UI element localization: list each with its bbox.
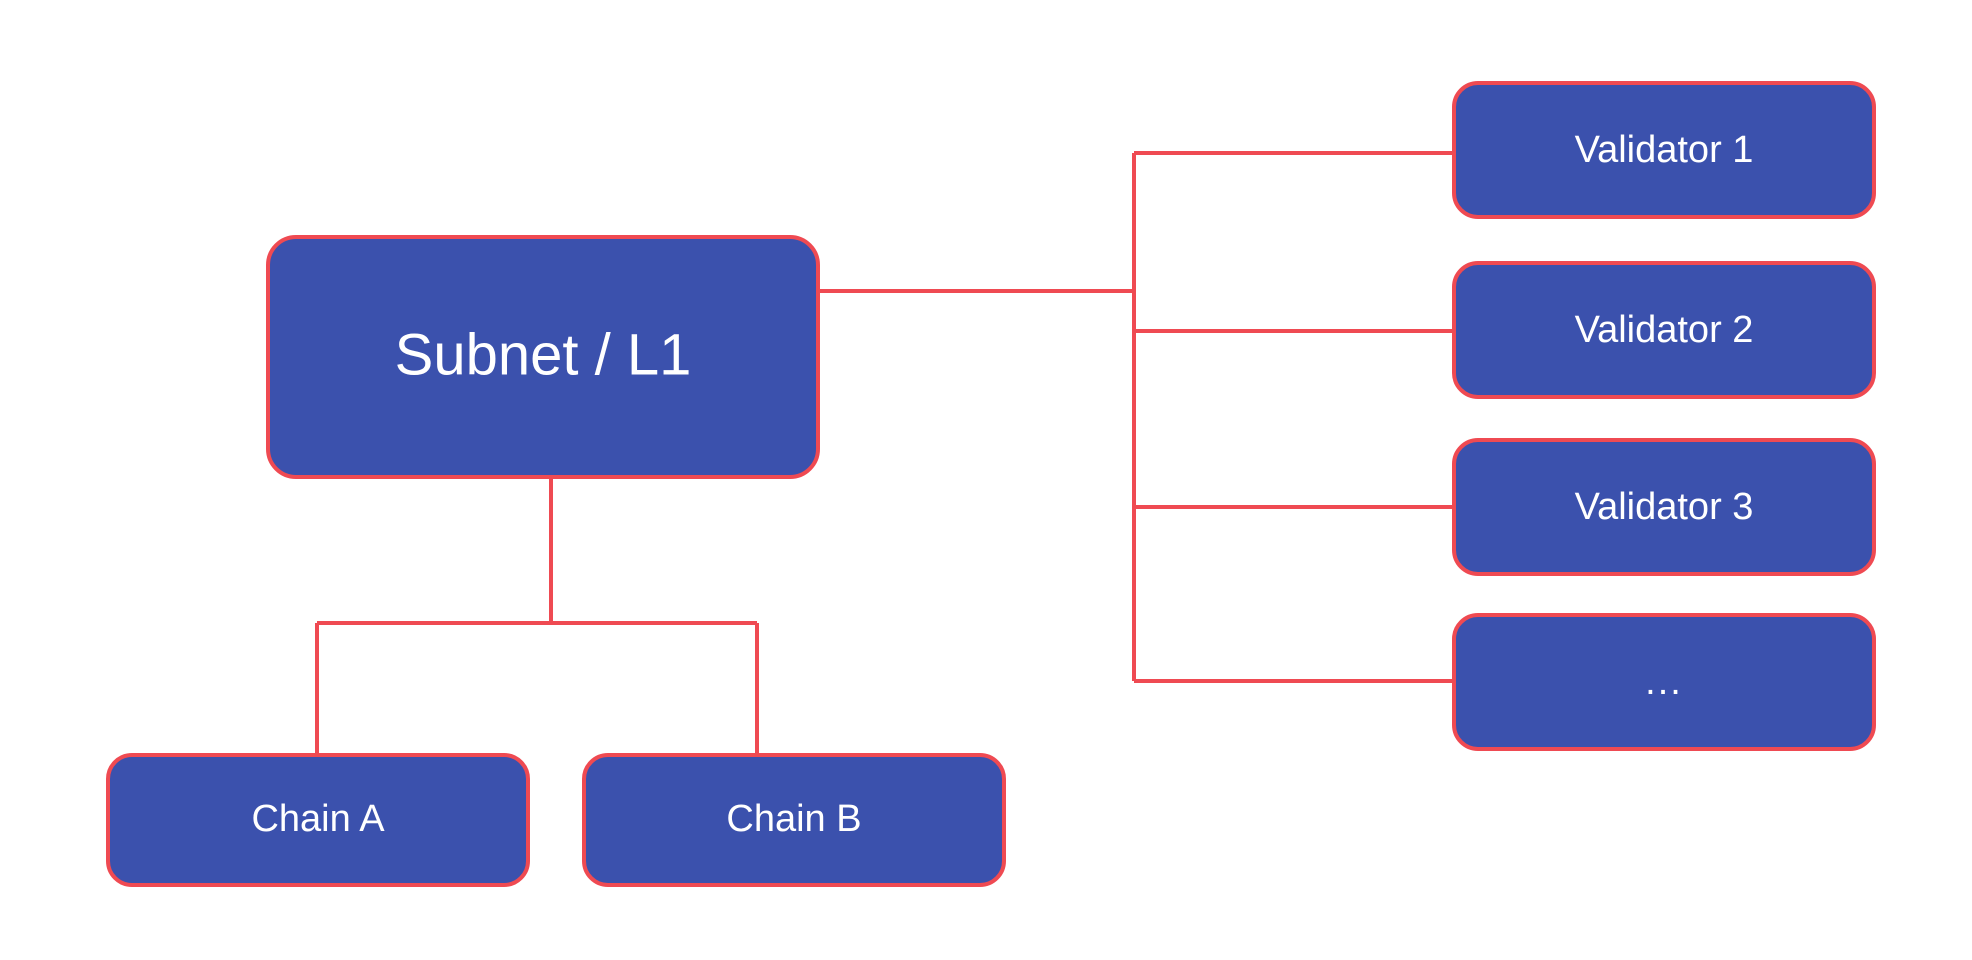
node-chain-b-label: Chain B <box>726 798 861 840</box>
node-validator-3-box[interactable] <box>1452 438 1876 576</box>
node-subnet-l1-label: Subnet / L1 <box>395 322 692 387</box>
node-subnet-l1[interactable]: Subnet / L1 <box>266 235 820 479</box>
node-chain-b[interactable]: Chain B <box>582 753 1006 887</box>
node-chain-a-box[interactable] <box>106 753 530 887</box>
node-validator-2[interactable]: Validator 2 <box>1452 261 1876 399</box>
node-validator-1[interactable]: Validator 1 <box>1452 81 1876 219</box>
node-validator-1-box[interactable] <box>1452 81 1876 219</box>
node-validator-more[interactable]: ... <box>1452 613 1876 751</box>
node-validator-3[interactable]: Validator 3 <box>1452 438 1876 576</box>
node-chain-a[interactable]: Chain A <box>106 753 530 887</box>
node-validator-more-box[interactable] <box>1452 613 1876 751</box>
node-validator-3-label: Validator 3 <box>1575 486 1754 528</box>
node-chain-a-label: Chain A <box>251 798 385 840</box>
node-subnet-l1-box[interactable] <box>266 235 820 479</box>
node-validator-2-box[interactable] <box>1452 261 1876 399</box>
node-validator-more-label: ... <box>1645 661 1683 703</box>
node-validator-1-label: Validator 1 <box>1575 129 1754 171</box>
node-chain-b-box[interactable] <box>582 753 1006 887</box>
node-validator-2-label: Validator 2 <box>1575 309 1754 351</box>
